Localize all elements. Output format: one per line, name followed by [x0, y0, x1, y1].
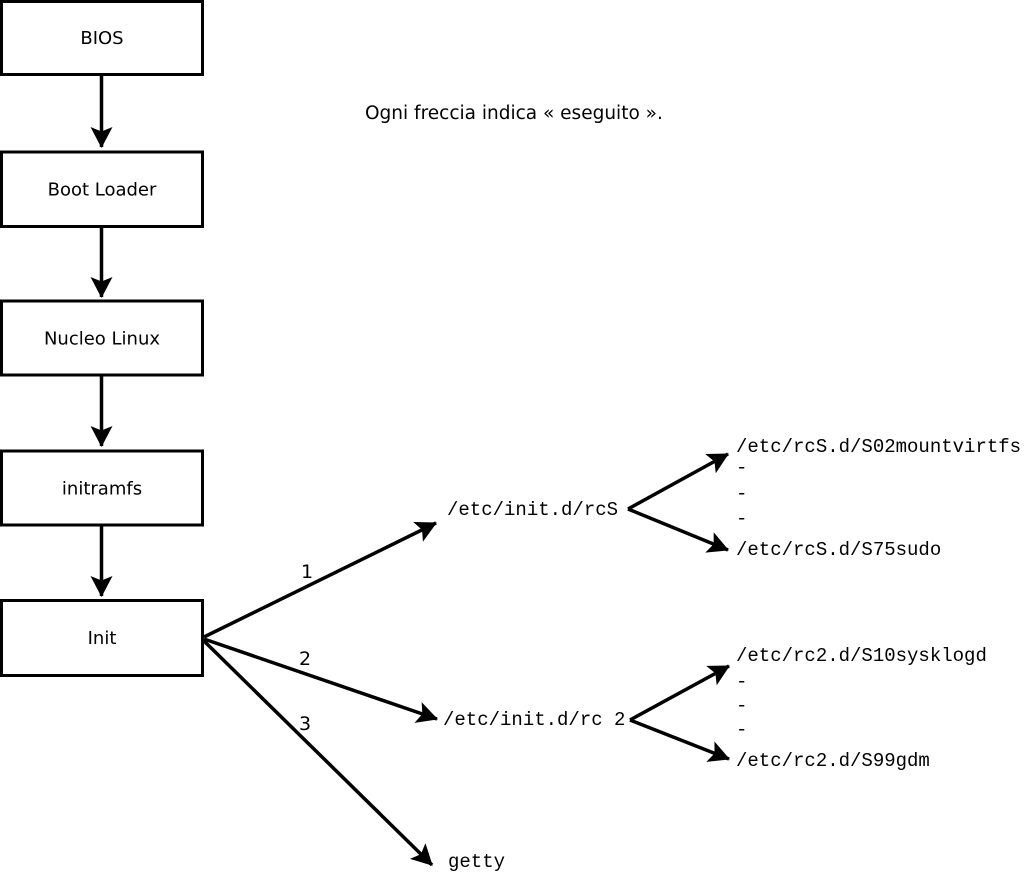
rc2-child-s10sysklogd: /etc/rc2.d/S10sysklogd [736, 645, 987, 667]
rc2-script-label: /etc/init.d/rc 2 [443, 709, 625, 731]
arrow-rcs-to-s02mountvirtfs [627, 452, 729, 511]
rcs-child-s02mountvirtfs: /etc/rcS.d/S02mountvirtfs [736, 436, 1021, 458]
rc2-ellipsis-dash-2: - [736, 695, 747, 717]
arrow-init-to-rc2 [203, 637, 438, 723]
arrow-rc2-to-s10sysklogd [629, 664, 730, 722]
arrow-rc2-to-s99gdm [629, 718, 730, 762]
box-boot-loader [0, 150, 204, 228]
branch-3-number: 3 [299, 713, 311, 735]
rc2-child-s99gdm: /etc/rc2.d/S99gdm [736, 750, 930, 772]
arrow-init-to-rcs [203, 521, 437, 639]
rcs-child-s75sudo: /etc/rcS.d/S75sudo [736, 539, 941, 561]
box-initramfs-label: initramfs [62, 479, 142, 500]
branch-1-number: 1 [301, 561, 313, 583]
box-init [0, 599, 204, 677]
rcs-ellipsis-dash-1: - [736, 457, 747, 479]
note-text: Ogni freccia indica « eseguito ». [365, 103, 663, 124]
rc2-ellipsis-dash-1: - [736, 671, 747, 693]
arrow-init-to-getty [202, 639, 434, 867]
rcs-ellipsis-dash-2: - [736, 483, 747, 505]
getty-script-label: getty [448, 851, 505, 873]
rcs-ellipsis-dash-3: - [736, 508, 747, 530]
branch-2-number: 2 [299, 648, 311, 670]
box-nucleo-linux-label: Nucleo Linux [44, 329, 160, 350]
box-initramfs [0, 449, 204, 527]
box-bios [0, 0, 204, 76]
rcs-script-label: /etc/init.d/rcS [447, 499, 618, 521]
arrow-rcs-to-s75sudo [627, 507, 729, 553]
box-boot-loader-label: Boot Loader [48, 180, 157, 201]
rc2-ellipsis-dash-3: - [736, 719, 747, 741]
box-bios-label: BIOS [80, 28, 123, 49]
box-init-label: Init [88, 628, 117, 649]
